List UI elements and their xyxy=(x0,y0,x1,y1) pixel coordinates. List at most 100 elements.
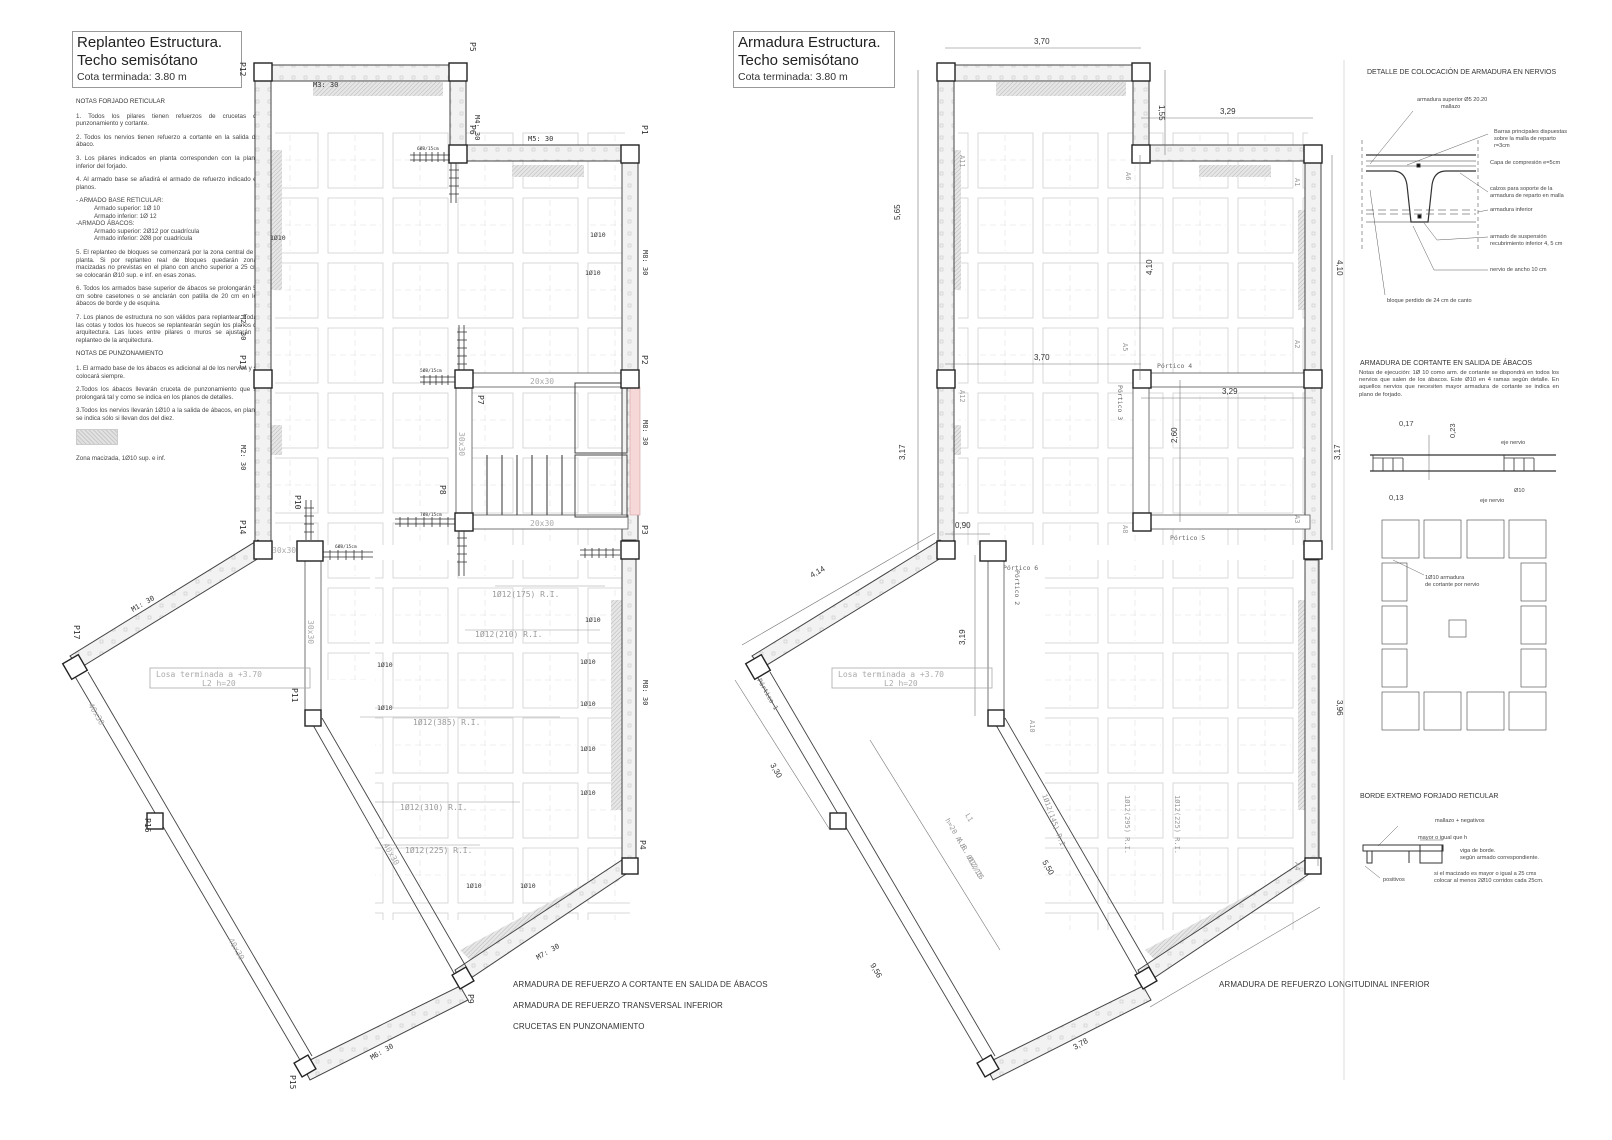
notes-heading: NOTAS FORJADO RETICULAR xyxy=(76,98,165,105)
shear-rebar-label: 1Ø10 xyxy=(590,231,606,239)
macizado-zone xyxy=(611,600,624,810)
punz-note-1: 1. El armado base de los ábacos es adici… xyxy=(76,365,261,380)
shear-rebar-label: 1Ø10 xyxy=(377,704,393,712)
stirrup-label: 6Ø8/15cm xyxy=(417,145,439,152)
wall-m3 xyxy=(254,64,451,82)
beam-20x30 xyxy=(1139,514,1311,530)
dim-label: 4,10 xyxy=(1335,260,1344,276)
ramp-label: L1 xyxy=(963,812,974,823)
dim-label: 3,29 xyxy=(1220,107,1236,116)
pillar-label: P10 xyxy=(293,495,302,510)
rebar-label: 1Ø12(225) R.I. xyxy=(1173,795,1181,854)
pillar-label: P14 xyxy=(238,520,247,535)
d1-label-bloque: bloque perdido de 24 cm de canto xyxy=(1387,298,1472,304)
right-casetones-south xyxy=(1045,560,1300,930)
pillar-p5 xyxy=(448,62,468,82)
dim-label: 3,19 xyxy=(958,629,967,645)
d2-dim-013: 0,13 xyxy=(1389,493,1404,502)
portico-label: Pórtico 6 xyxy=(1003,564,1038,572)
dim-label: 1,55 xyxy=(1157,105,1166,121)
d2-plan-label-2: de cortante por nervio xyxy=(1425,582,1480,588)
beam-label: 20x30 xyxy=(530,519,554,528)
caption-transversal: ARMADURA DE REFUERZO TRANSVERSAL INFERIO… xyxy=(513,1001,723,1010)
pillar-label: P7 xyxy=(476,395,485,405)
pillar-label: P15 xyxy=(288,1075,297,1090)
pillar-label: P2 xyxy=(640,355,649,365)
detail-nervio-section xyxy=(1361,110,1489,296)
pillar-label: P3 xyxy=(640,525,649,535)
beam-20x30 xyxy=(1139,372,1311,388)
right-pillars xyxy=(744,62,1323,1078)
shear-rebar-label: 1Ø10 xyxy=(520,882,536,890)
d3-mallazo: mallazo + negativos xyxy=(1435,818,1485,824)
d3-mayor: mayor o igual que h xyxy=(1418,835,1468,841)
d1-label-calzos: calzos para soporte de la xyxy=(1490,186,1553,192)
caption-crucetas: CRUCETAS EN PUNZONAMIENTO xyxy=(513,1022,645,1031)
left-casetones-west xyxy=(320,560,370,680)
dim-label: 4,14 xyxy=(809,564,827,580)
pillar-p11 xyxy=(304,709,322,727)
wall-label: M8: 30 xyxy=(641,420,649,445)
d3-positivos: positivos xyxy=(1383,877,1405,883)
dim-label: 2,60 xyxy=(1170,427,1179,443)
pillar-p4 xyxy=(621,857,639,875)
caption-longitudinal: ARMADURA DE REFUERZO LONGITUDINAL INFERI… xyxy=(1219,980,1430,989)
beam-label: 40x30 xyxy=(86,702,106,728)
right-structural-plan: 3,70 3,29 1,55 5,65 4,10 3,70 3,29 2,60 … xyxy=(734,37,1344,1081)
macizado-zone xyxy=(271,425,282,455)
d1-label-barras: Barras principales dispuestas xyxy=(1494,129,1568,135)
left-title-line1: Replanteo Estructura. xyxy=(77,34,223,51)
pillar-label: P5 xyxy=(468,42,477,52)
shear-rebar-label: 1Ø10 xyxy=(466,882,482,890)
pillar-p16 xyxy=(146,812,164,830)
shear-rebar-label: 1Ø10 xyxy=(270,234,286,242)
pillar-p17 xyxy=(61,653,89,681)
rebar-label: 1Ø12(225) R.I. xyxy=(405,845,472,855)
stirrup-label: 7Ø8/15cm xyxy=(420,511,442,518)
macizado-zone xyxy=(271,150,282,290)
dim-label: 9,56 xyxy=(868,962,884,980)
portico-label: Pórtico 2 xyxy=(1013,570,1021,605)
slab-label-2: L2 h=20 xyxy=(202,679,236,688)
abaco-label: A3 xyxy=(1293,515,1301,523)
dim-label: 3,70 xyxy=(1034,37,1050,46)
dimension-lines xyxy=(734,47,1333,1008)
wall-m1 xyxy=(751,539,955,669)
left-structural-plan: M3: 30 M5: 30 M4: 30 M2: 30 M2: 30 M8: 3… xyxy=(61,42,649,1090)
pillar-label: P17 xyxy=(72,625,81,640)
d1-label-r3: r=3cm xyxy=(1494,143,1510,149)
left-pillars xyxy=(61,62,640,1078)
abaco-label: A2 xyxy=(1293,340,1301,348)
portico-label: Pórtico 5 xyxy=(1170,534,1205,542)
caption-cortante: ARMADURA DE REFUERZO A CORTANTE EN SALID… xyxy=(513,980,768,989)
right-title-block: Armadura Estructura. Techo semisótano Co… xyxy=(733,31,895,88)
pillar-p15 xyxy=(293,1054,317,1078)
wall-label: M5: 30 xyxy=(528,135,553,143)
pillar-p12 xyxy=(253,62,273,82)
rebar-label: 1Ø12(310) R.I. xyxy=(400,802,467,812)
dim-label: 3,30 xyxy=(768,762,784,780)
pillar-label: P6 xyxy=(468,125,477,135)
beam-label: 40x30 xyxy=(226,937,246,963)
abaco-label: A6 xyxy=(1124,172,1132,180)
forjado-notes: NOTAS FORJADO RETICULAR 1. Todos los pil… xyxy=(76,98,260,468)
pillar-label: P16 xyxy=(143,818,152,833)
wall-label: M2: 30 xyxy=(239,315,247,340)
rebar-label: 1Ø12(295) R.I. xyxy=(1123,795,1131,854)
abaco-label: A1 xyxy=(1293,178,1301,186)
detail-1-title: DETALLE DE COLOCACIÓN DE ARMADURA EN NER… xyxy=(1367,69,1557,76)
portico-label: Pórtico 3 xyxy=(1116,385,1124,420)
ramp-label: A.B. Ø12/15 xyxy=(955,837,985,881)
d2-dim-017: 0,17 xyxy=(1399,419,1414,428)
pillar-p10 xyxy=(296,540,324,562)
left-title-line3: Cota terminada: 3.80 m xyxy=(77,71,187,83)
abaco-label: A11 xyxy=(958,155,966,168)
d2-phi10: Ø10 xyxy=(1514,488,1525,494)
d1-label-recub: recubrimiento inferior 4, 5 cm xyxy=(1490,241,1563,247)
macizado-zone xyxy=(313,82,443,96)
stair-block xyxy=(574,382,628,454)
pillar-p6 xyxy=(448,144,468,164)
armado-base-sup: Armado superior: 1Ø 10 xyxy=(94,204,161,212)
slab-label-box xyxy=(149,667,311,689)
pillar-label: P4 xyxy=(638,840,647,850)
